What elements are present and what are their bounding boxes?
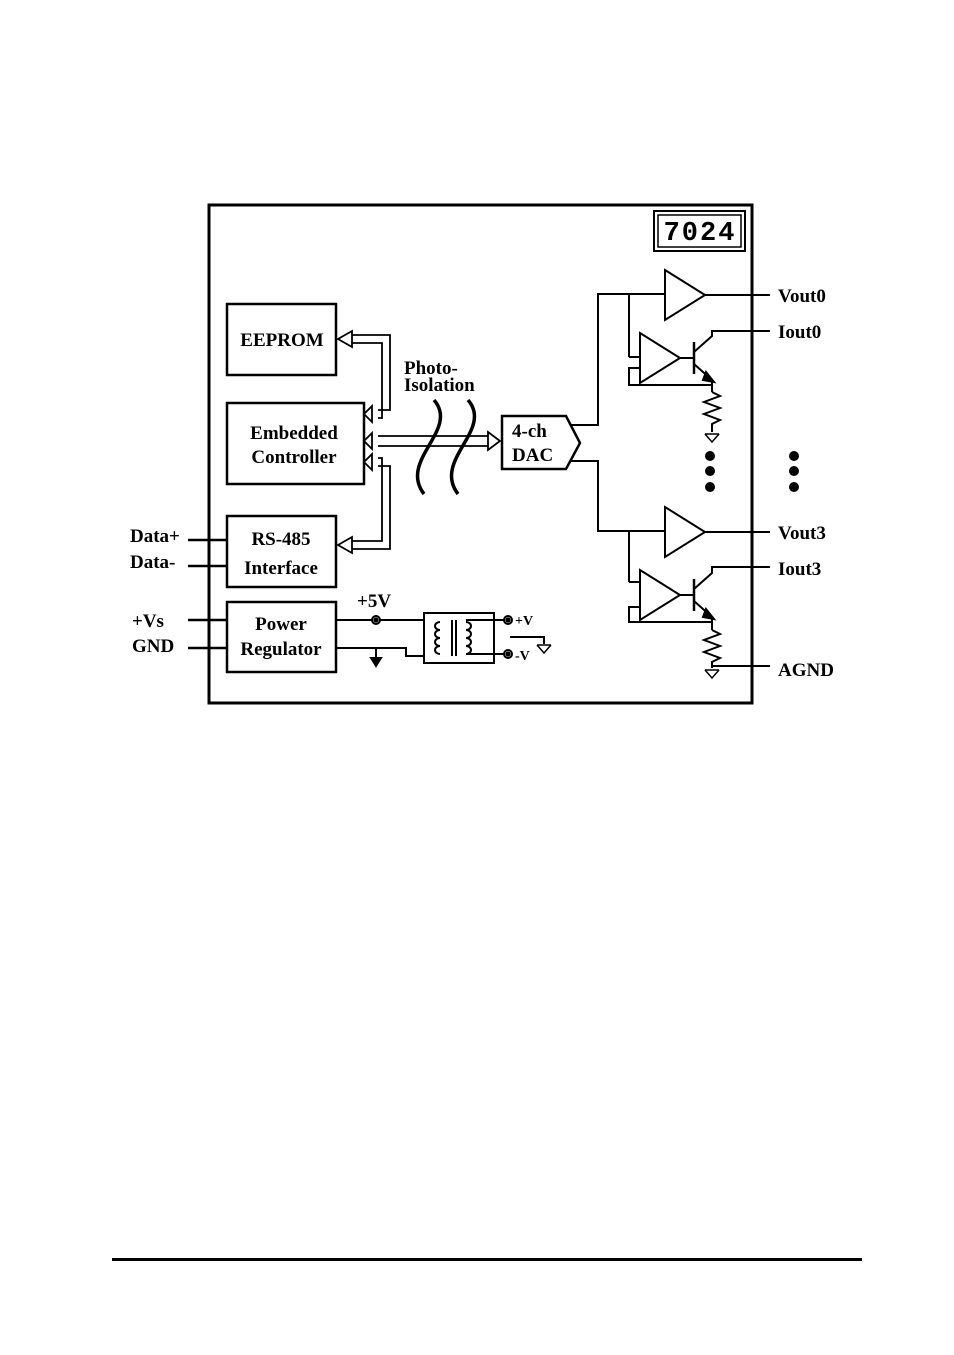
iso-plus-label: +V (515, 614, 533, 629)
pin-iout0: Iout0 (778, 322, 821, 343)
continuation-dots (705, 451, 799, 492)
rs485-label-1: RS-485 (251, 529, 310, 550)
isolated-supply (336, 612, 552, 668)
pin-data-plus: Data+ (130, 526, 180, 547)
power-label-2: Regulator (240, 639, 322, 660)
power-regulator-block: Power Regulator (225, 600, 338, 674)
rs485-label-2: Interface (244, 558, 318, 579)
pin-iout3: Iout3 (778, 559, 821, 580)
channel-3-output (571, 460, 770, 679)
controller-label-2: Controller (251, 447, 337, 468)
dac-label-1: 4-ch (512, 421, 547, 442)
iso-minus-label: -V (515, 649, 530, 664)
controller-block: Embedded Controller (225, 401, 366, 486)
rs485-block: RS-485 Interface (225, 514, 338, 589)
footer-rule (112, 1258, 862, 1261)
bus-arrows (336, 329, 502, 555)
power-label-1: Power (255, 614, 307, 635)
left-pin-lines (188, 538, 227, 650)
model-number: 7024 (664, 219, 737, 249)
supply-5v-label: +5V (357, 591, 391, 612)
pin-data-minus: Data- (130, 552, 175, 573)
pin-gnd: GND (132, 636, 174, 657)
dac-label-2: DAC (512, 445, 553, 466)
eeprom-label: EEPROM (240, 330, 323, 351)
dac-block: 4-ch DAC (500, 414, 582, 471)
photo-isolation: Photo- Isolation (404, 358, 477, 496)
pin-agnd: AGND (778, 660, 834, 681)
controller-label-1: Embedded (250, 423, 338, 444)
eeprom-block: EEPROM (225, 302, 338, 377)
isolation-label-1: Photo- (404, 358, 458, 379)
pin-vs: +Vs (132, 611, 164, 632)
channel-0-output (571, 269, 770, 443)
module-frame (207, 203, 754, 705)
pin-vout0: Vout0 (778, 286, 826, 307)
pin-vout3: Vout3 (778, 523, 826, 544)
model-badge: 7024 (653, 210, 746, 252)
isolation-label-2: Isolation (404, 375, 475, 396)
